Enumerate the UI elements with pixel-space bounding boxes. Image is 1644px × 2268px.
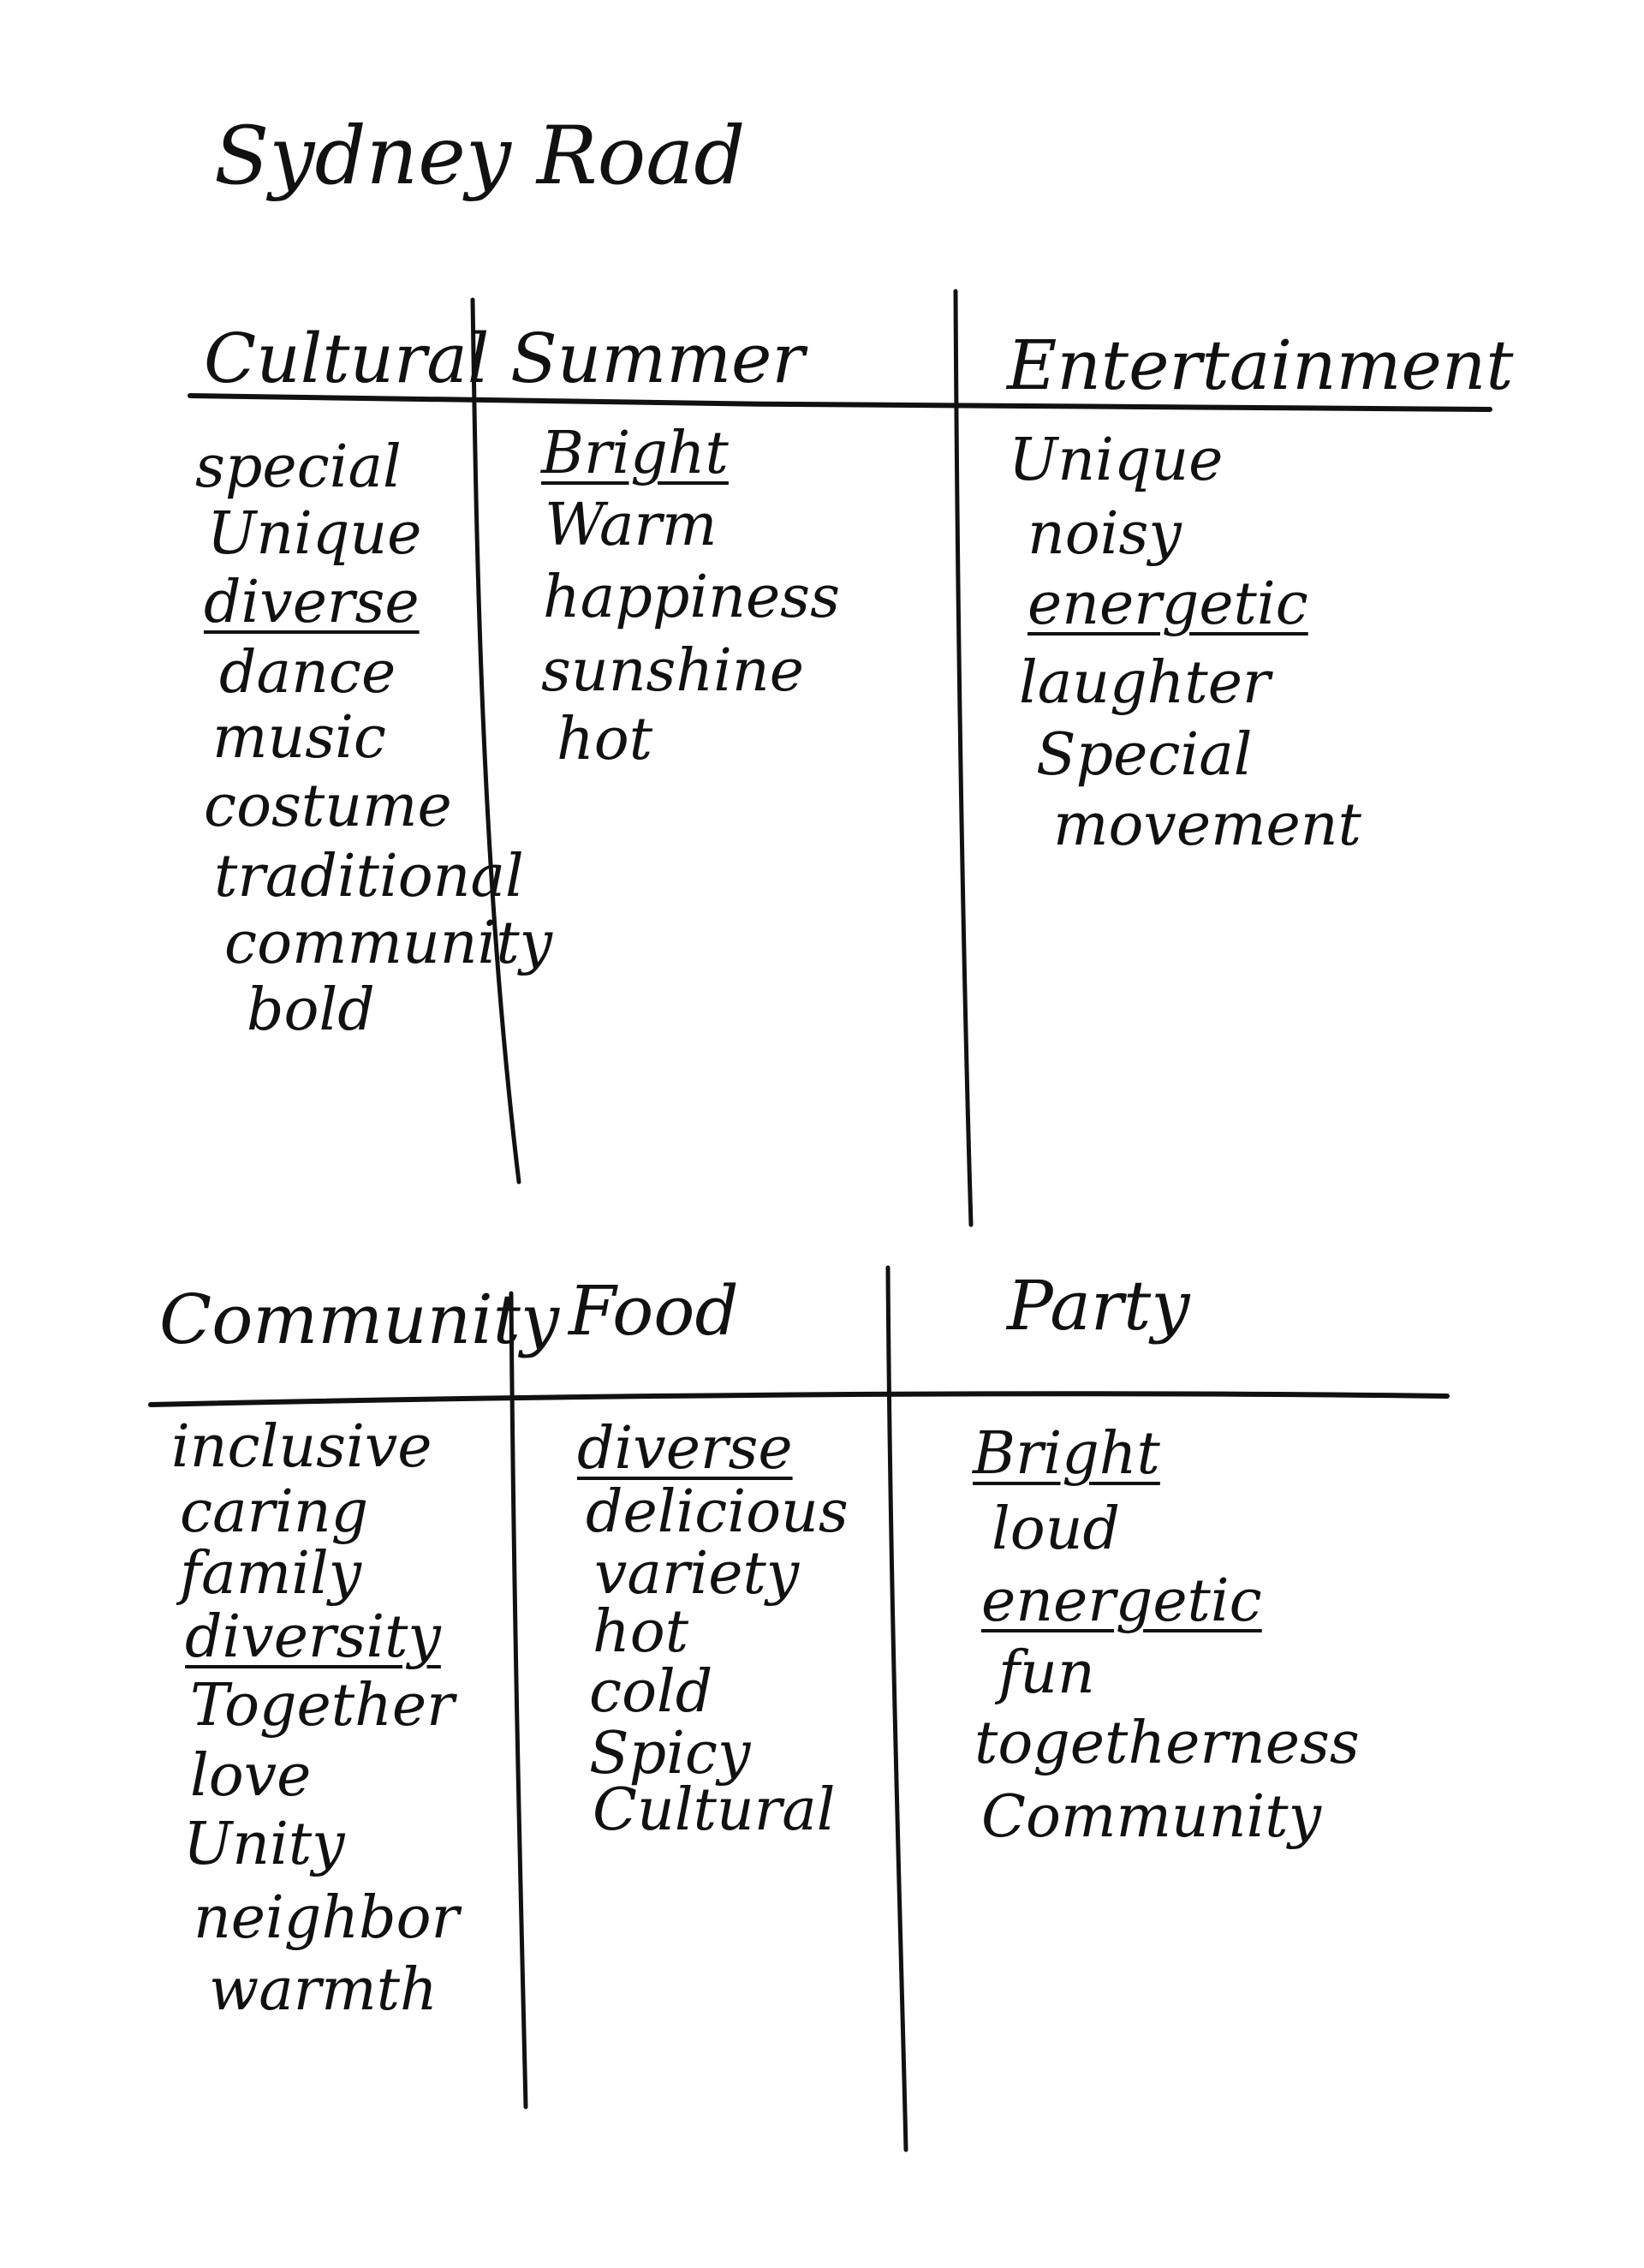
list-item: diversity [185,1603,441,1671]
list-item: Special [1036,721,1253,789]
header-party: Party [1007,1266,1190,1346]
list-item: hot [593,1598,689,1666]
list-item: neighbor [194,1884,460,1952]
list-item: music [212,704,387,772]
list-item: love [190,1742,312,1810]
top-divider-2 [953,289,974,1227]
list-item: Spicy [589,1720,751,1788]
list-item: warmth [209,1956,438,2024]
list-item: Unique [1009,427,1224,494]
page-title: Sydney Road [214,110,746,203]
header-food: Food [569,1271,739,1351]
list-item: Cultural [593,1776,836,1844]
list-item: traditional [214,843,524,910]
list-item: Bright [973,1420,1160,1488]
list-item: noisy [1028,500,1182,568]
list-item: sunshine [541,637,804,705]
list-item: diverse [577,1415,793,1483]
list-item: loud [992,1495,1121,1563]
bottom-horizontal-line [148,1391,1450,1407]
list-item: movement [1053,791,1361,859]
list-item: Unique [207,500,422,568]
list-item: Together [190,1672,455,1740]
list-item: Bright [541,420,729,487]
list-item: family [180,1540,362,1608]
list-item: togetherness [974,1710,1360,1777]
list-item: energetic [981,1567,1262,1635]
list-item: laughter [1019,649,1271,717]
list-item: hot [557,706,653,773]
list-item: bold [247,976,375,1044]
list-item: cold [589,1658,713,1726]
header-community: Community [159,1280,560,1359]
list-item: diverse [204,569,420,636]
list-item: costume [204,773,452,840]
top-divider-1 [470,297,521,1185]
list-item: happiness [543,564,840,631]
list-item: dance [219,639,396,707]
list-item: Community [981,1783,1322,1851]
header-entertainment: Entertainment [1007,325,1514,405]
list-item: inclusive [171,1413,432,1481]
list-item: energetic [1028,570,1308,638]
list-item: Warm [545,492,718,559]
list-item: Unity [183,1811,345,1878]
list-item: variety [594,1540,800,1608]
list-item: caring [180,1478,369,1546]
header-summer: Summer [510,319,805,398]
list-item: fun [998,1639,1095,1707]
list-item: special [195,433,402,501]
header-cultural: Cultural [204,319,490,398]
list-item: community [224,910,553,977]
bottom-divider-1 [509,1291,528,2110]
list-item: delicious [586,1478,849,1546]
bottom-divider-2 [885,1265,908,2152]
